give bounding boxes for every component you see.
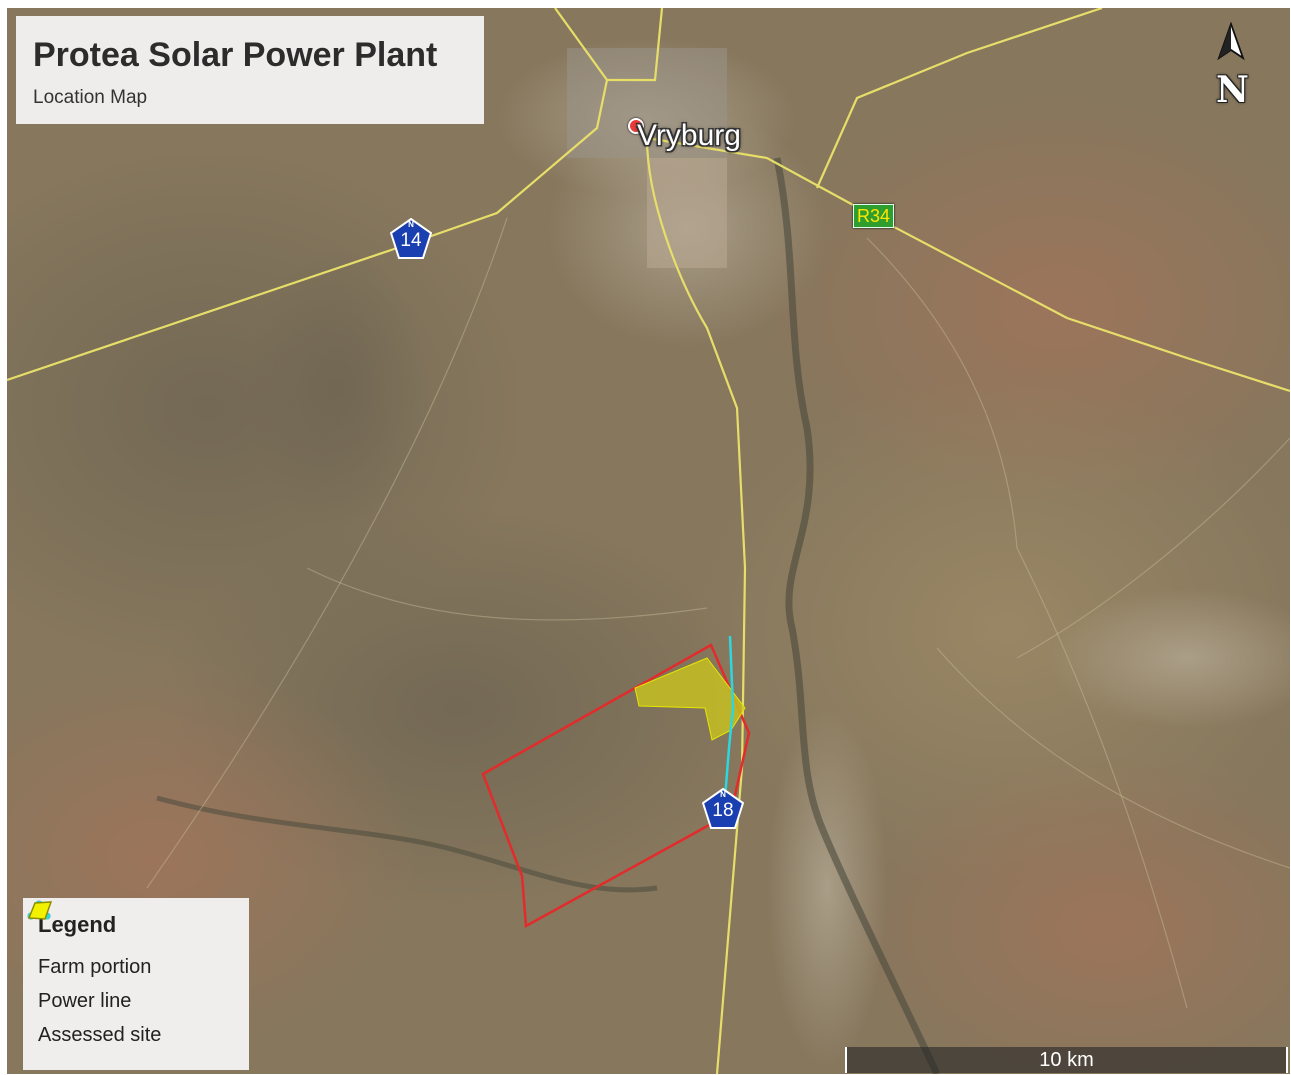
shield-prefix: N — [720, 790, 726, 799]
legend: Legend Farm portion Power line — [23, 898, 249, 1070]
north-arrow-icon — [1217, 22, 1245, 61]
route-shield-n18[interactable]: N 18 — [702, 788, 744, 830]
shield-prefix: N — [408, 220, 414, 229]
legend-item-power-line: Power line — [27, 900, 249, 1018]
place-pin-icon[interactable] — [628, 118, 644, 134]
route-shield-icon — [390, 218, 432, 259]
scale-label: 10 km — [1039, 1049, 1094, 1071]
north-arrow: N — [1211, 22, 1251, 112]
route-shield-icon — [702, 788, 744, 829]
map-canvas — [7, 8, 1290, 1074]
map-title: Protea Solar Power Plant — [33, 36, 438, 74]
tracks — [146, 217, 1290, 1009]
shield-number: 14 — [400, 230, 422, 251]
stream — [156, 795, 658, 893]
river — [773, 157, 941, 1074]
map-subtitle: Location Map — [33, 87, 148, 108]
legend-item-assessed-site: Assessed site — [27, 901, 249, 1052]
legend-label: Assessed site — [38, 1023, 162, 1046]
legend-label: Power line — [38, 989, 132, 1012]
power-line[interactable] — [723, 635, 735, 799]
scale-bar: 10 km — [845, 1047, 1288, 1073]
legend-item-farm-portion: Farm portion — [27, 900, 249, 984]
legend-label: Farm portion — [38, 955, 152, 978]
map-title-box: Protea Solar Power Plant Location Map — [16, 16, 484, 124]
assessed-site-icon — [27, 901, 53, 920]
roads — [7, 8, 1290, 1074]
route-shield-n14[interactable]: N 14 — [390, 218, 432, 260]
shield-number: 18 — [712, 800, 734, 821]
assessed-site-area[interactable] — [634, 657, 746, 741]
north-letter: N — [1216, 69, 1249, 111]
satellite-map[interactable]: Protea Solar Power Plant Location Map N … — [7, 8, 1290, 1074]
route-badge-r34[interactable]: R34 — [853, 204, 895, 228]
legend-title: Legend — [38, 912, 117, 937]
place-label-vryburg[interactable]: Vryburg — [637, 119, 741, 152]
terrain-texture — [7, 38, 1290, 1074]
